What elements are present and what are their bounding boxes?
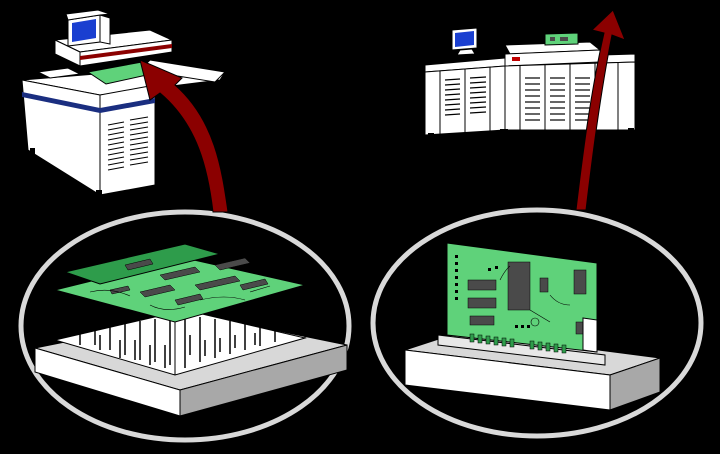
right-highlight-ellipse (370, 207, 704, 439)
indicator-light (512, 57, 520, 61)
bed-of-nails-fixture (34, 243, 348, 417)
left-highlight-ellipse (18, 209, 352, 443)
large-chip (507, 261, 531, 311)
left-monitor (65, 9, 111, 47)
monitor-screen (72, 19, 96, 42)
monitor-screen (455, 31, 474, 47)
right-transfer-arrow (575, 9, 626, 211)
press-stripe (80, 44, 172, 60)
left-transfer-arrow (139, 59, 229, 213)
left-tester-machine (21, 9, 227, 198)
edge-connector-fixture (404, 242, 661, 411)
cabinet-stripe (22, 92, 100, 113)
right-monitor (451, 27, 478, 56)
